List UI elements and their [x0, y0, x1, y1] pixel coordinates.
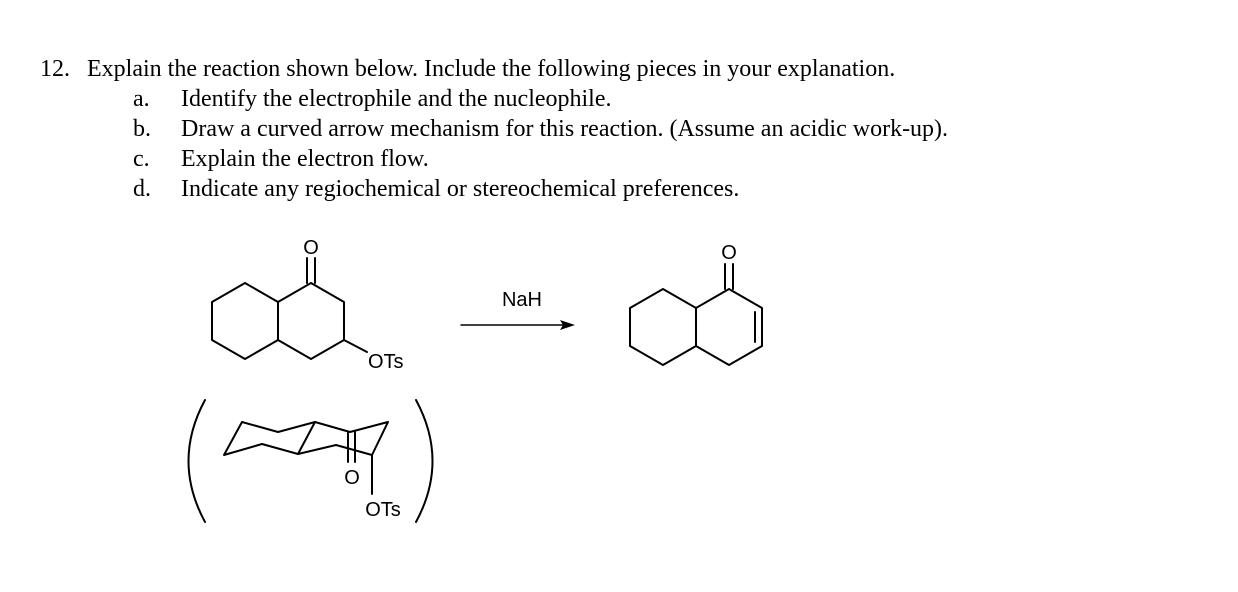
question-parts-list: a. Identify the electrophile and the nuc…	[40, 84, 948, 204]
product-right-ring	[695, 288, 763, 366]
reactant-left-ring	[211, 282, 279, 360]
reagent-label: NaH	[502, 289, 542, 311]
part-letter: d.	[133, 176, 151, 202]
chair-conformer: O OTs	[187, 399, 434, 523]
part-letter: c.	[133, 146, 150, 172]
question-block: 12. Explain the reaction shown below. Inc…	[40, 54, 948, 204]
product-left-ring	[629, 288, 697, 366]
question-part-b: b. Draw a curved arrow mechanism for thi…	[40, 114, 948, 144]
reactant-otstail-bond	[343, 339, 368, 353]
part-letter: b.	[133, 116, 151, 142]
reactant-structure: O OTs	[211, 237, 404, 373]
question-part-c: c. Explain the electron flow.	[40, 144, 895, 174]
question-part-d: d. Indicate any regiochemical or stereoc…	[40, 174, 895, 204]
left-parenthesis	[187, 399, 206, 523]
chair-carbonyl-oxygen: O	[344, 467, 360, 489]
reactant-right-ring	[277, 282, 345, 360]
reaction-arrow: NaH	[460, 289, 575, 330]
chair-ring-right	[297, 421, 389, 456]
part-text: Explain the electron flow.	[181, 146, 429, 172]
part-text: Identify the electrophile and the nucleo…	[181, 86, 612, 112]
part-letter: a.	[133, 86, 150, 112]
part-text: Draw a curved arrow mechanism for this r…	[181, 116, 949, 142]
product-structure: O	[629, 242, 763, 366]
part-text: Indicate any regiochemical or stereochem…	[181, 176, 740, 202]
chair-leaving-group: OTs	[365, 499, 401, 521]
question-number: 12.	[40, 56, 70, 82]
question-prompt: Explain the reaction shown below. Includ…	[87, 56, 896, 82]
chair-ring-left	[223, 421, 316, 456]
reactant-leaving-group: OTs	[368, 351, 404, 373]
reactant-carbonyl-oxygen: O	[303, 237, 319, 259]
product-carbonyl-oxygen: O	[721, 242, 737, 264]
right-parenthesis	[415, 399, 434, 523]
question-header: 12. Explain the reaction shown below. Inc…	[40, 54, 895, 84]
question-part-a: a. Identify the electrophile and the nuc…	[40, 84, 895, 114]
arrow-head	[560, 320, 575, 330]
